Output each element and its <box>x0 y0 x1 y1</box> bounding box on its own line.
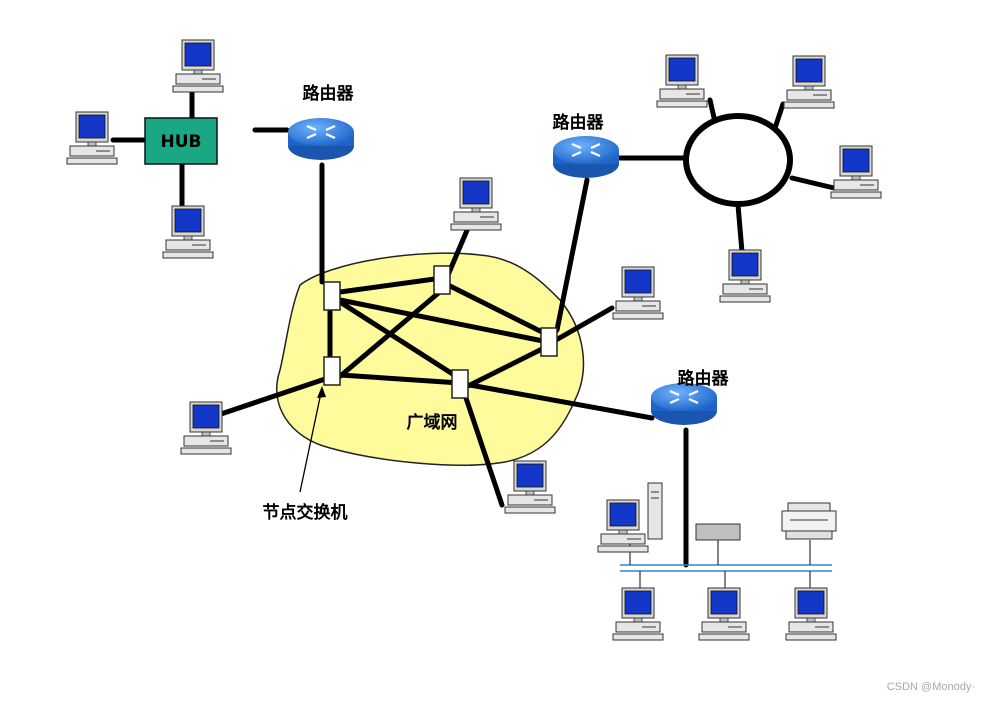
node-switch-icon <box>451 369 469 399</box>
computer-icon <box>612 266 664 320</box>
computer-icon <box>785 587 837 641</box>
computer-icon <box>162 205 214 259</box>
printer-icon <box>781 502 837 540</box>
computer-icon <box>180 401 232 455</box>
computer-icon <box>504 460 556 514</box>
pointer-arrowhead <box>317 386 326 398</box>
computer-icon <box>66 111 118 165</box>
wan-label: 广域网 <box>407 412 458 433</box>
router-icon <box>286 116 356 162</box>
node-switch-icon <box>540 327 558 357</box>
computer-icon <box>450 177 502 231</box>
hub-label: HUB <box>161 132 202 152</box>
router-label-3: 路由器 <box>678 368 730 389</box>
router-label-1: 路由器 <box>303 83 355 104</box>
node-switch-label: 节点交换机 <box>263 502 348 523</box>
computer-icon <box>656 54 708 108</box>
computer-icon <box>612 587 664 641</box>
router-label-2: 路由器 <box>553 112 605 133</box>
hub-icon <box>144 117 218 165</box>
server-tower-icon <box>597 482 663 553</box>
watermark: CSDN @Monody· <box>887 681 975 693</box>
computer-icon <box>719 249 771 303</box>
node-switch-icon <box>323 281 341 311</box>
node-switch-icon <box>323 356 341 386</box>
computer-icon <box>172 39 224 93</box>
network-links <box>110 85 837 568</box>
computer-icon <box>830 145 882 199</box>
computer-icon <box>698 587 750 641</box>
network-device-icon <box>695 523 741 541</box>
ring-network-icon <box>683 113 793 207</box>
router-icon <box>649 381 719 427</box>
lan-bus <box>620 540 832 588</box>
node-switch-icon <box>433 265 451 295</box>
computer-icon <box>783 55 835 109</box>
node-switch-pointer <box>299 387 323 493</box>
router-icon <box>551 134 621 180</box>
